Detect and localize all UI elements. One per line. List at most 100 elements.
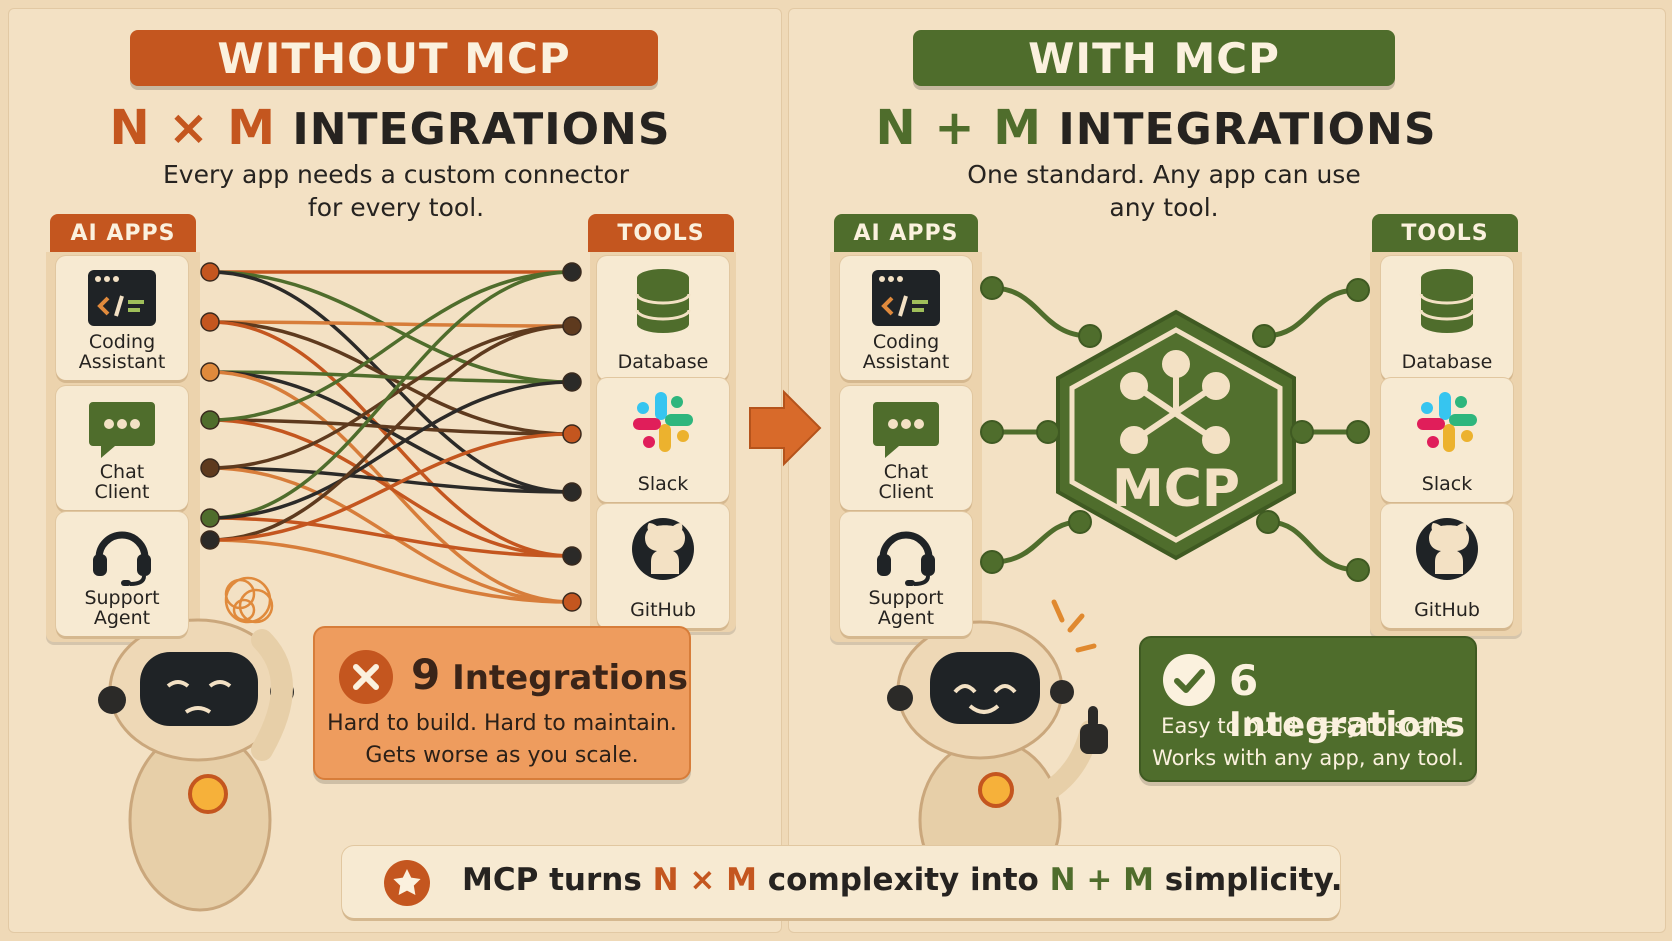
right-result-text: Easy to build. Easy to scale. Works with… [1147, 710, 1469, 774]
connector-wire [209, 516, 573, 558]
connector-dot [200, 508, 220, 528]
right-result-count: 6 [1229, 656, 1259, 705]
chat-bubble-icon [87, 398, 157, 464]
connector-dot [562, 372, 582, 392]
connector-wire [209, 466, 573, 494]
right-subtitle: One standard. Any app can use any tool. [904, 158, 1424, 224]
chat-bubble-icon [871, 398, 941, 464]
left-tool-card-database[interactable]: Database [597, 256, 729, 380]
left-tool-card-github[interactable]: GitHub [597, 504, 729, 628]
hub-connector-dot [1068, 510, 1092, 534]
with-mcp-banner-text: WITH MCP [1028, 33, 1280, 83]
right-connector-dots [980, 276, 1370, 582]
hub-wire [991, 285, 1091, 339]
right-apps-header: AI APPS [834, 214, 978, 252]
headset-icon [89, 524, 155, 590]
app-label-line2: Agent [877, 607, 935, 629]
thumbs-up-icon [1080, 706, 1108, 754]
left-tangled-wires [209, 270, 573, 604]
app-label: Chat Client [94, 462, 149, 502]
connector-wire [209, 418, 573, 436]
hub-wire [991, 519, 1081, 565]
github-icon [630, 516, 696, 586]
left-result-text: Hard to build. Hard to maintain. Gets wo… [325, 708, 679, 772]
left-apps-header: AI APPS [50, 214, 196, 252]
left-tools-header: TOOLS [588, 214, 734, 252]
connector-dot [562, 546, 582, 566]
footer-text-a: MCP turns [462, 862, 642, 898]
connector-dot [200, 530, 220, 550]
left-result-line1: Hard to build. Hard to maintain. [327, 711, 677, 736]
right-apps-header-text: AI APPS [853, 220, 959, 246]
app-label-line1: Support [868, 587, 944, 609]
hub-connector-dot [1346, 278, 1370, 302]
right-subtitle-line1: One standard. Any app can use [967, 160, 1361, 189]
hub-connector-dot [980, 550, 1004, 574]
left-result-count: 9 [411, 650, 441, 699]
app-label-line1: Coding [88, 331, 156, 353]
hub-wire [1263, 287, 1359, 339]
app-label-line2: Assistant [862, 351, 950, 373]
without-mcp-banner: WITHOUT MCP [130, 30, 658, 86]
app-label-line1: Coding [872, 331, 940, 353]
connector-dot [200, 458, 220, 478]
right-tools-header: TOOLS [1372, 214, 1518, 252]
code-window-icon [870, 268, 942, 332]
hub-connector-dot [980, 420, 1004, 444]
x-circle-icon [337, 648, 395, 710]
right-result-word: Integrations [1229, 705, 1465, 745]
connector-wire [209, 370, 573, 384]
app-label: Coding Assistant [863, 332, 950, 372]
right-tool-card-slack[interactable]: Slack [1381, 378, 1513, 502]
left-result-box: 9 Integrations Hard to build. Hard to ma… [313, 626, 691, 780]
left-heading: N × M INTEGRATIONS [30, 100, 750, 156]
check-circle-icon [1161, 652, 1217, 712]
connector-dot [562, 592, 582, 612]
left-app-card-chat-client[interactable]: Chat Client [56, 386, 188, 510]
left-result-title: 9 Integrations [411, 650, 688, 699]
app-label-line2: Assistant [78, 351, 166, 373]
right-tool-card-database[interactable]: Database [1381, 256, 1513, 380]
with-mcp-banner: WITH MCP [913, 30, 1395, 86]
footer-text-c: simplicity. [1164, 862, 1343, 898]
left-app-card-support-agent[interactable]: Support Agent [56, 512, 188, 636]
right-app-card-coding-assistant[interactable]: Coding Assistant [840, 256, 972, 380]
connector-dot [200, 362, 220, 382]
connector-dot [200, 410, 220, 430]
footer-text: MCP turns N × M complexity into N + M si… [462, 862, 1343, 898]
hub-connector-dot [1346, 558, 1370, 582]
right-tool-card-github[interactable]: GitHub [1381, 504, 1513, 628]
right-result-title: 6 Integrations [1229, 656, 1475, 745]
code-window-icon [86, 268, 158, 332]
left-tools-header-text: TOOLS [617, 220, 705, 246]
right-subtitle-line2: any tool. [1109, 193, 1219, 222]
connector-wire [209, 270, 573, 422]
connector-wire [209, 320, 573, 328]
tangle-scribble-icon [224, 576, 274, 624]
footer-n-plus-m: N + M [1049, 862, 1154, 898]
stressed-robot-illustration [98, 576, 294, 912]
connector-wire [209, 324, 573, 542]
right-app-card-chat-client[interactable]: Chat Client [840, 386, 972, 510]
left-app-card-coding-assistant[interactable]: Coding Assistant [56, 256, 188, 380]
right-result-line2: Works with any app, any tool. [1152, 746, 1464, 770]
left-tool-card-slack[interactable]: Slack [597, 378, 729, 502]
left-heading-word: INTEGRATIONS [292, 104, 671, 155]
mcp-hub: MCP [1056, 309, 1296, 561]
connector-wire [209, 466, 573, 604]
sparkle-icon [1051, 599, 1097, 653]
right-result-box: 6 Integrations Easy to build. Easy to sc… [1139, 636, 1477, 782]
database-icon [1419, 268, 1475, 338]
n-plus-m-label: N + M [875, 100, 1043, 156]
connector-wire [209, 270, 573, 520]
right-app-card-support-agent[interactable]: Support Agent [840, 512, 972, 636]
hub-connector-dot [980, 276, 1004, 300]
hub-connector-dot [1252, 324, 1276, 348]
hub-connector-dot [1290, 420, 1314, 444]
connector-dot [562, 262, 582, 282]
connector-wire [209, 538, 573, 604]
without-mcp-banner-text: WITHOUT MCP [217, 33, 571, 83]
app-label: Coding Assistant [79, 332, 166, 372]
left-result-word: Integrations [452, 658, 689, 698]
